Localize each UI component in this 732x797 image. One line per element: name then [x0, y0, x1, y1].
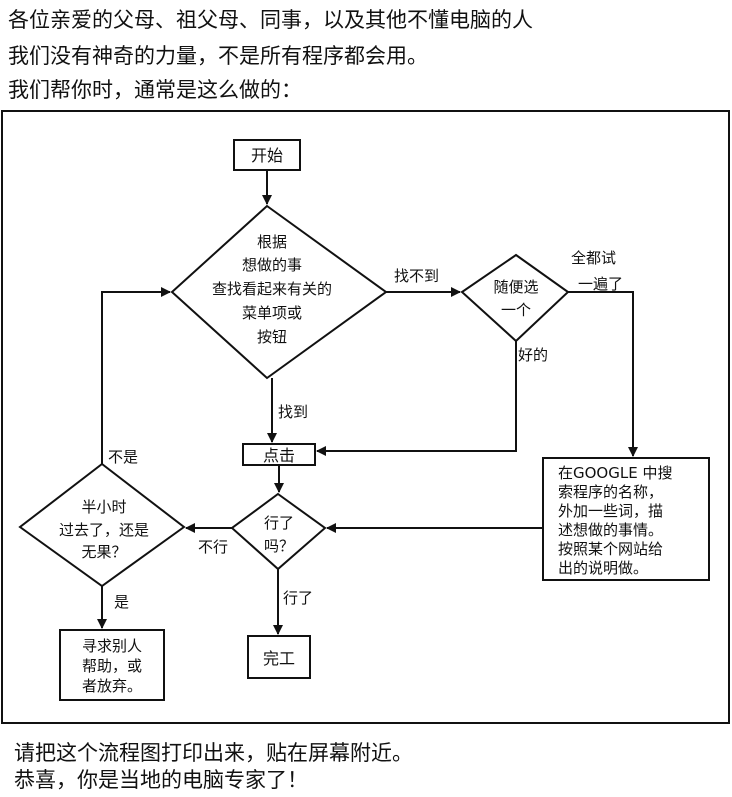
label-works-yes: 行了 [283, 589, 313, 607]
halfhour-decision: 半小时 过去了，还是 无果？ [18, 462, 186, 588]
label-halfhour-no: 不是 [108, 448, 138, 466]
google-line-3: 外加一些词，描 [558, 502, 663, 520]
search-decision-line-3: 查找看起来有关的 [212, 280, 332, 298]
halfhour-line-2: 过去了，还是 [59, 521, 149, 539]
label-try-all-1: 全都试 [571, 249, 616, 267]
works-decision: 行了 吗？ [230, 492, 327, 571]
click-label: 点击 [263, 446, 295, 465]
random-decision-line-1: 随便选 [493, 278, 538, 296]
search-decision: 根据 想做的事 查找看起来有关的 菜单项或 按钮 [170, 204, 388, 380]
halfhour-line-1: 半小时 [81, 498, 126, 516]
random-decision-line-2: 一个 [501, 301, 531, 319]
help-line-1: 寻求别人 [82, 637, 142, 655]
google-line-4: 述想做的事情。 [558, 521, 663, 539]
google-line-1: 在GOOGLE 中搜 [558, 464, 672, 482]
footer-line-2: 恭喜，你是当地的电脑专家了！ [14, 768, 308, 792]
search-decision-line-2: 想做的事 [242, 256, 302, 274]
footer-line-1: 请把这个流程图打印出来，贴在屏幕附近。 [14, 741, 413, 765]
start-box: 开始 [233, 139, 301, 171]
halfhour-line-3: 无果？ [81, 543, 126, 561]
label-halfhour-yes: 是 [114, 593, 129, 611]
google-line-6: 出的说明做。 [558, 559, 648, 577]
search-decision-line-4: 菜单项或 [242, 304, 302, 322]
done-box: 完工 [247, 635, 311, 679]
label-not-found: 找不到 [394, 267, 439, 285]
intro-line-1: 我们没有神奇的力量，不是所有程序都会用。 [8, 44, 428, 68]
works-decision-line-2: 吗？ [264, 537, 294, 555]
arrow-random-to-click [316, 341, 517, 456]
flowchart-frame [1, 110, 730, 724]
works-decision-line-1: 行了 [264, 514, 294, 532]
google-line-2: 索程序的名称， [558, 483, 663, 501]
random-decision: 随便选 一个 [460, 253, 570, 343]
start-label: 开始 [251, 146, 283, 165]
flowchart: 开始 根据 想做的事 查找看起来有关的 菜单项或 按钮 随便选 一个 点击 行了… [1, 110, 730, 724]
connectors [97, 170, 638, 635]
arrow-halfhour-to-search [101, 287, 171, 464]
help-box: 寻求别人 帮助，或 者放弃。 [59, 629, 165, 701]
search-decision-line-5: 按钮 [257, 328, 287, 346]
google-box: 在GOOGLE 中搜 索程序的名称， 外加一些词，描 述想做的事情。 按照某个网… [542, 457, 710, 581]
page-title: 各位亲爱的父母、祖父母、同事，以及其他不懂电脑的人 [8, 8, 533, 32]
help-line-2: 帮助，或 [82, 657, 142, 675]
intro-line-2: 我们帮你时，通常是这么做的： [8, 78, 302, 102]
label-works-no: 不行 [198, 538, 228, 556]
google-line-5: 按照某个网站给 [558, 540, 663, 558]
search-decision-line-1: 根据 [257, 233, 287, 251]
arrow-random-to-google [568, 291, 638, 457]
click-box: 点击 [242, 443, 316, 466]
label-found: 找到 [278, 403, 308, 421]
label-ok: 好的 [518, 346, 548, 364]
done-label: 完工 [263, 649, 295, 668]
label-try-all-2: 一遍了 [578, 275, 623, 293]
help-line-3: 者放弃。 [82, 677, 142, 695]
